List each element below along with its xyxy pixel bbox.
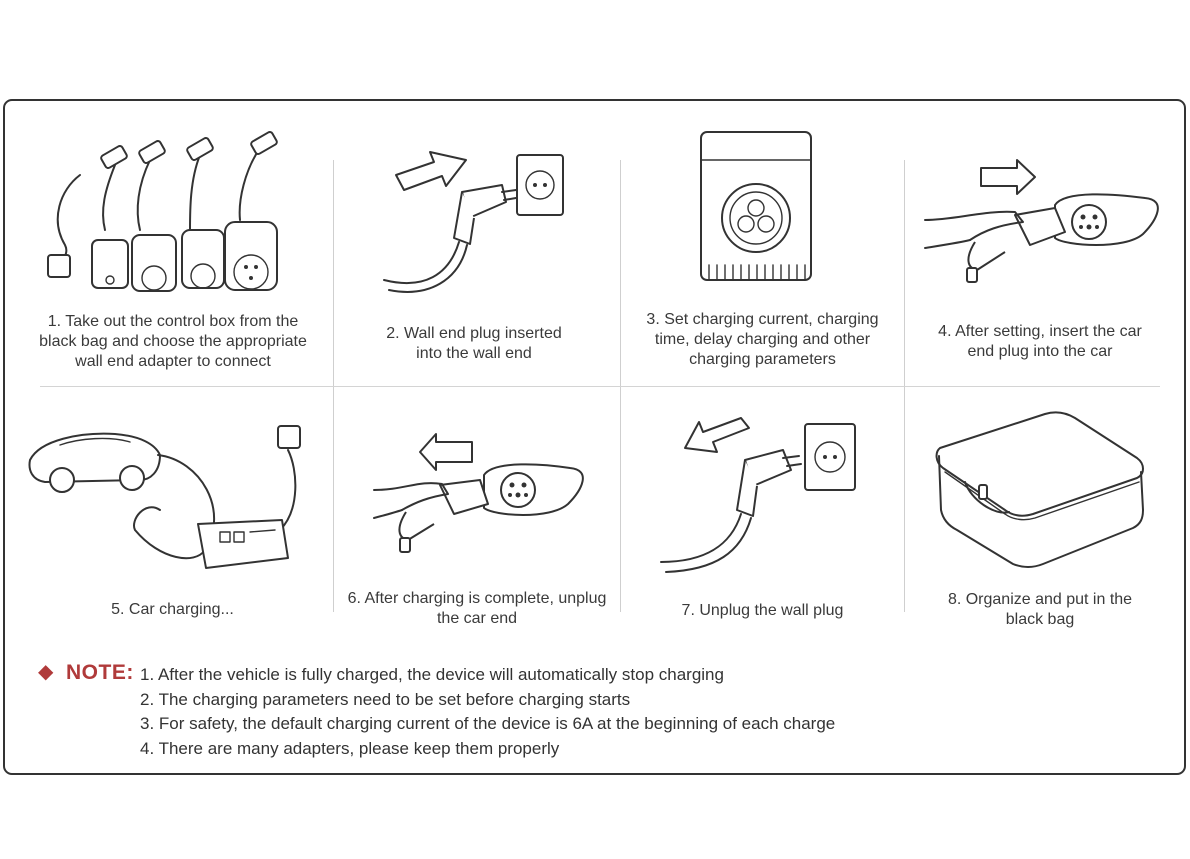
step-caption: 6. After charging is complete, unplug th… <box>347 590 607 627</box>
step-caption: 1. Take out the control box from the bla… <box>39 313 307 370</box>
step-5: 5. Car charging... <box>20 400 325 626</box>
instruction-panel <box>3 99 1186 775</box>
step-caption: 3. Set charging current, charging time, … <box>646 311 879 368</box>
step-6: 6. After charging is complete, unplug th… <box>334 400 620 627</box>
diamond-icon: ◆ <box>38 661 54 683</box>
divider <box>333 386 334 612</box>
note-item: 1. After the vehicle is fully charged, t… <box>140 665 724 684</box>
step-8: 8. Organize and put in the black bag <box>905 400 1175 628</box>
divider <box>40 386 1160 387</box>
control-box-icon <box>700 131 812 281</box>
adapter-cables-icon <box>47 131 278 292</box>
note-section: ◆ NOTE: 1. After the vehicle is fully ch… <box>38 661 1158 761</box>
wall-plug-insert-icon <box>383 151 564 293</box>
car-charging-icon <box>28 425 301 569</box>
divider <box>333 160 334 386</box>
car-plug-remove-icon <box>373 433 584 553</box>
divider <box>904 386 905 612</box>
step-caption: 7. Unplug the wall plug <box>681 602 844 619</box>
step-caption: 8. Organize and put in the black bag <box>947 591 1133 628</box>
note-label: NOTE: <box>66 661 134 684</box>
divider <box>620 386 621 612</box>
step-4: 4. After setting, insert the car end plu… <box>905 130 1175 386</box>
storage-bag-icon <box>935 411 1144 568</box>
divider <box>620 160 621 386</box>
step-1: 1. Take out the control box from the bla… <box>20 130 325 386</box>
car-plug-insert-icon <box>924 159 1159 283</box>
step-3: 3. Set charging current, charging time, … <box>621 130 904 386</box>
divider <box>904 160 905 386</box>
note-item: 4. There are many adapters, please keep … <box>140 738 560 758</box>
note-item: 3. For safety, the default charging curr… <box>140 714 836 733</box>
step-caption: 2. Wall end plug inserted into the wall … <box>386 325 562 362</box>
step-caption: 4. After setting, insert the car end plu… <box>938 323 1142 360</box>
step-7: 7. Unplug the wall plug <box>621 400 904 626</box>
step-caption: 5. Car charging... <box>111 601 234 618</box>
step-2: 2. Wall end plug inserted into the wall … <box>334 130 620 386</box>
note-list: 1. After the vehicle is fully charged, t… <box>140 663 835 761</box>
wall-plug-remove-icon <box>660 417 856 573</box>
note-item: 2. The charging parameters need to be se… <box>140 689 631 709</box>
